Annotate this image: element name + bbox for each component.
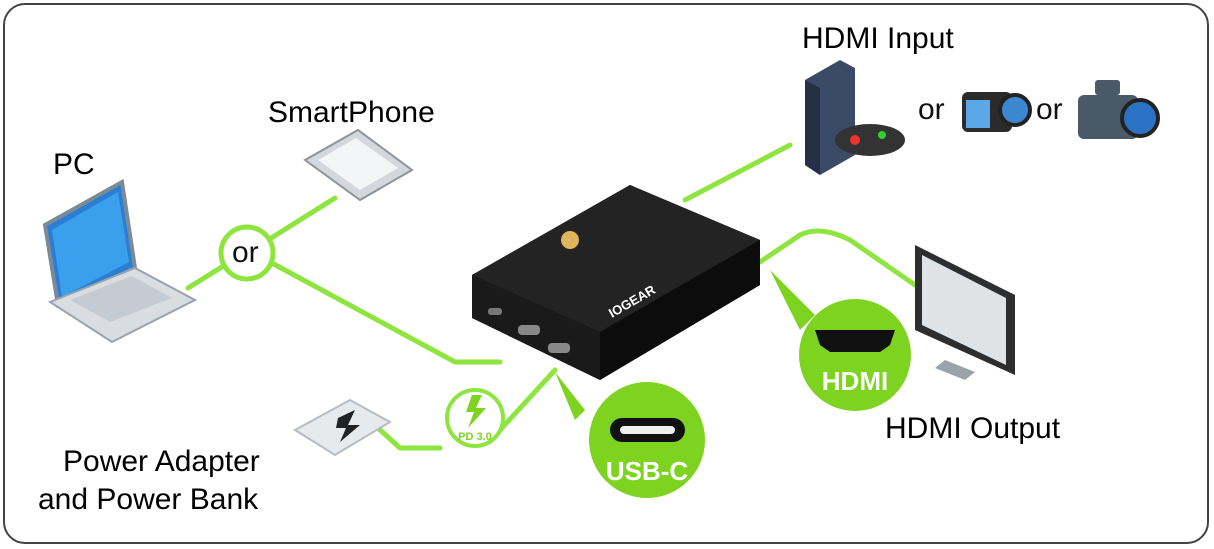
usb-port-2 bbox=[518, 325, 540, 335]
camera-icon bbox=[1078, 80, 1160, 139]
pd-badge: PD 3.0 bbox=[445, 388, 505, 448]
hdmi-input-cable bbox=[682, 142, 793, 203]
pc-cable bbox=[185, 262, 228, 291]
power-pd-cable bbox=[497, 367, 558, 433]
hdmi-input-label: HDMI Input bbox=[802, 22, 954, 55]
pd-badge-label: PD 3.0 bbox=[458, 431, 492, 443]
or-label-1: or bbox=[918, 93, 945, 126]
smartphone-icon bbox=[303, 128, 414, 202]
or-label-2: or bbox=[1036, 93, 1063, 126]
hdmi-output-cable bbox=[757, 228, 918, 288]
power-bank-label: and Power Bank bbox=[38, 483, 259, 516]
or-connector-label: or bbox=[232, 236, 259, 269]
laptop-icon bbox=[42, 178, 198, 344]
monitor-icon bbox=[915, 245, 1015, 380]
source-to-device-cable bbox=[267, 259, 503, 365]
iogear-device: IOGEAR bbox=[472, 185, 760, 380]
usbc-badge: USB-C bbox=[555, 372, 705, 498]
usb-port-1 bbox=[488, 308, 502, 315]
power-adapter-label: Power Adapter bbox=[63, 445, 260, 478]
hdmi-badge: HDMI bbox=[770, 270, 911, 411]
power-cable bbox=[375, 425, 443, 451]
status-led bbox=[561, 231, 579, 249]
camcorder-icon bbox=[962, 92, 1032, 132]
usb-port-3 bbox=[548, 343, 570, 353]
game-console-icon bbox=[805, 60, 905, 175]
hdmi-output-label: HDMI Output bbox=[885, 412, 1061, 445]
phone-cable bbox=[265, 195, 338, 243]
hdmi-badge-label: HDMI bbox=[822, 366, 888, 396]
cables bbox=[185, 142, 918, 451]
smartphone-label: SmartPhone bbox=[268, 96, 435, 129]
pc-label: PC bbox=[53, 148, 95, 181]
or-connector bbox=[218, 224, 276, 282]
power-adapter-icon bbox=[293, 398, 393, 457]
usbc-badge-label: USB-C bbox=[606, 456, 689, 486]
